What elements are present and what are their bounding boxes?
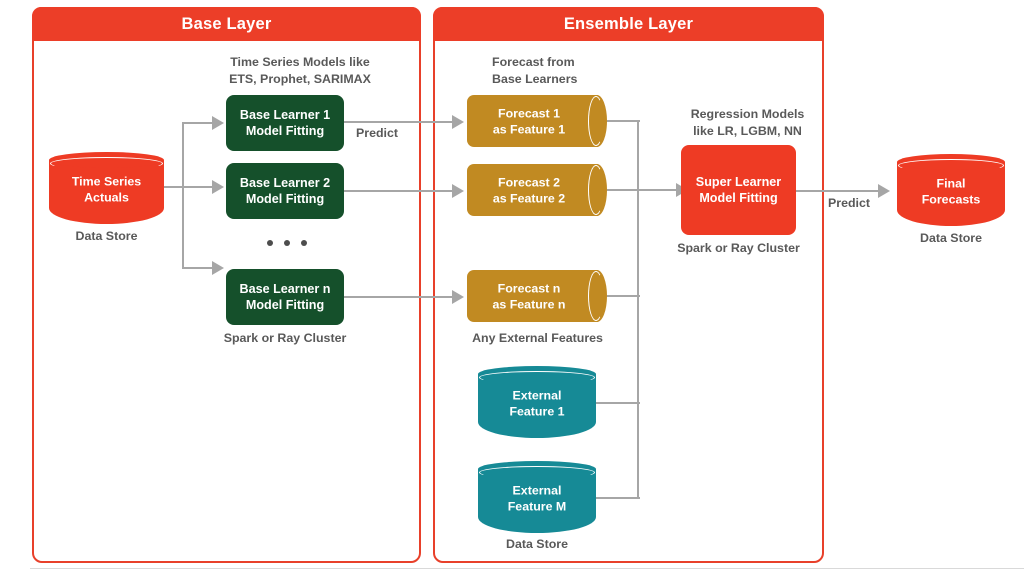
final-forecasts-caption: Data Store bbox=[920, 231, 982, 245]
external-datastore-caption: Data Store bbox=[506, 537, 568, 551]
forecast-1-feature-cylinder: Forecast 1 as Feature 1 bbox=[467, 95, 607, 147]
ellipsis-dot bbox=[301, 240, 307, 246]
cylinder-body bbox=[897, 162, 1005, 226]
collector-branch-external-1 bbox=[596, 402, 640, 405]
super-learner-label: Super Learner Model Fitting bbox=[695, 175, 782, 205]
time-series-actuals-label: Time Series Actuals bbox=[71, 174, 142, 205]
collector-bus-vertical bbox=[637, 120, 640, 499]
forecast-2-feature-cylinder: Forecast 2 as Feature 2 bbox=[467, 164, 607, 216]
predict-line-2 bbox=[344, 190, 454, 193]
base-layer-header: Base Layer bbox=[32, 7, 421, 41]
source-bus-branch-top bbox=[182, 122, 214, 125]
ensemble-layer-title: Ensemble Layer bbox=[563, 14, 694, 33]
ellipsis-dot bbox=[267, 240, 273, 246]
external-feature-1-cylinder: External Feature 1 bbox=[478, 366, 596, 438]
predict-line-n bbox=[344, 296, 454, 299]
source-bus-branch-mid bbox=[182, 186, 214, 189]
collector-branch-forecast-2 bbox=[607, 189, 640, 192]
collector-branch-external-M bbox=[596, 497, 640, 500]
predict-arrow-2 bbox=[452, 184, 464, 198]
base-learner-2-label: Base Learner 2 Model Fitting bbox=[239, 176, 331, 206]
cylinder-body bbox=[467, 164, 598, 216]
collector-branch-forecast-n bbox=[607, 295, 640, 298]
forecast-n-feature-cylinder: Forecast n as Feature n bbox=[467, 270, 607, 322]
footer-divider bbox=[30, 568, 1024, 569]
cylinder-rim bbox=[479, 466, 595, 479]
cylinder-rim bbox=[588, 96, 604, 146]
base-learner-1-box[interactable]: Base Learner 1 Model Fitting bbox=[226, 95, 344, 151]
final-forecasts-datastore: Final Forecasts bbox=[897, 154, 1005, 226]
external-feature-M-label: External Feature M bbox=[507, 483, 567, 514]
predict-line-1 bbox=[344, 121, 454, 124]
predict-label-base: Predict bbox=[356, 126, 399, 140]
forecast-1-label: Forecast 1 as Feature 1 bbox=[492, 106, 566, 137]
ensemble-layer-panel: Ensemble Layer bbox=[433, 7, 824, 563]
cylinder-rim bbox=[50, 157, 163, 170]
external-feature-M-cylinder: External Feature M bbox=[478, 461, 596, 533]
super-learner-input-line bbox=[637, 189, 678, 192]
collector-branch-forecast-1 bbox=[607, 120, 640, 123]
cylinder-body bbox=[478, 469, 596, 533]
ensemble-cluster-caption: Spark or Ray Cluster bbox=[677, 241, 800, 255]
arrow-to-base-learner-2 bbox=[212, 180, 224, 194]
predict-arrow-n bbox=[452, 290, 464, 304]
cylinder-body bbox=[467, 270, 598, 322]
base-layer-panel: Base Layer bbox=[32, 7, 421, 563]
base-learner-2-box[interactable]: Base Learner 2 Model Fitting bbox=[226, 163, 344, 219]
arrow-to-base-learner-n bbox=[212, 261, 224, 275]
base-learner-n-box[interactable]: Base Learner n Model Fitting bbox=[226, 269, 344, 325]
base-learner-1-label: Base Learner 1 Model Fitting bbox=[239, 108, 331, 138]
base-layer-title: Base Layer bbox=[181, 14, 272, 33]
ellipsis-dot bbox=[284, 240, 290, 246]
super-learner-box[interactable]: Super Learner Model Fitting bbox=[681, 145, 796, 235]
final-predict-arrow bbox=[878, 184, 890, 198]
cylinder-body bbox=[49, 160, 164, 224]
time-series-models-caption: Time Series Models like ETS, Prophet, SA… bbox=[229, 55, 371, 86]
forecast-from-base-learners-caption: Forecast from Base Learners bbox=[492, 55, 578, 86]
forecast-n-label: Forecast n as Feature n bbox=[492, 281, 566, 312]
cylinder-rim bbox=[898, 159, 1004, 172]
source-bus-branch-bottom bbox=[182, 267, 214, 270]
base-learner-ellipsis bbox=[267, 240, 307, 246]
external-feature-1-label: External Feature 1 bbox=[509, 388, 565, 419]
forecast-2-label: Forecast 2 as Feature 2 bbox=[492, 175, 566, 206]
cylinder-body bbox=[467, 95, 598, 147]
predict-arrow-1 bbox=[452, 115, 464, 129]
base-cluster-caption: Spark or Ray Cluster bbox=[223, 331, 347, 345]
predict-label-final: Predict bbox=[828, 196, 871, 210]
cylinder-body bbox=[478, 374, 596, 438]
source-bus-vertical bbox=[182, 124, 185, 269]
final-forecasts-label: Final Forecasts bbox=[921, 176, 981, 207]
time-series-actuals-datastore: Time Series Actuals bbox=[49, 152, 164, 224]
base-learner-n-label: Base Learner n Model Fitting bbox=[239, 282, 331, 312]
cylinder-rim bbox=[588, 271, 604, 321]
cylinder-rim bbox=[479, 371, 595, 384]
ensemble-layer-header: Ensemble Layer bbox=[433, 7, 824, 41]
arrow-to-base-learner-1 bbox=[212, 116, 224, 130]
final-predict-line bbox=[796, 190, 880, 193]
regression-models-caption: Regression Models like LR, LGBM, NN bbox=[690, 107, 805, 138]
cylinder-rim bbox=[588, 165, 604, 215]
time-series-actuals-caption: Data Store bbox=[75, 229, 138, 243]
any-external-features-caption: Any External Features bbox=[472, 331, 603, 345]
